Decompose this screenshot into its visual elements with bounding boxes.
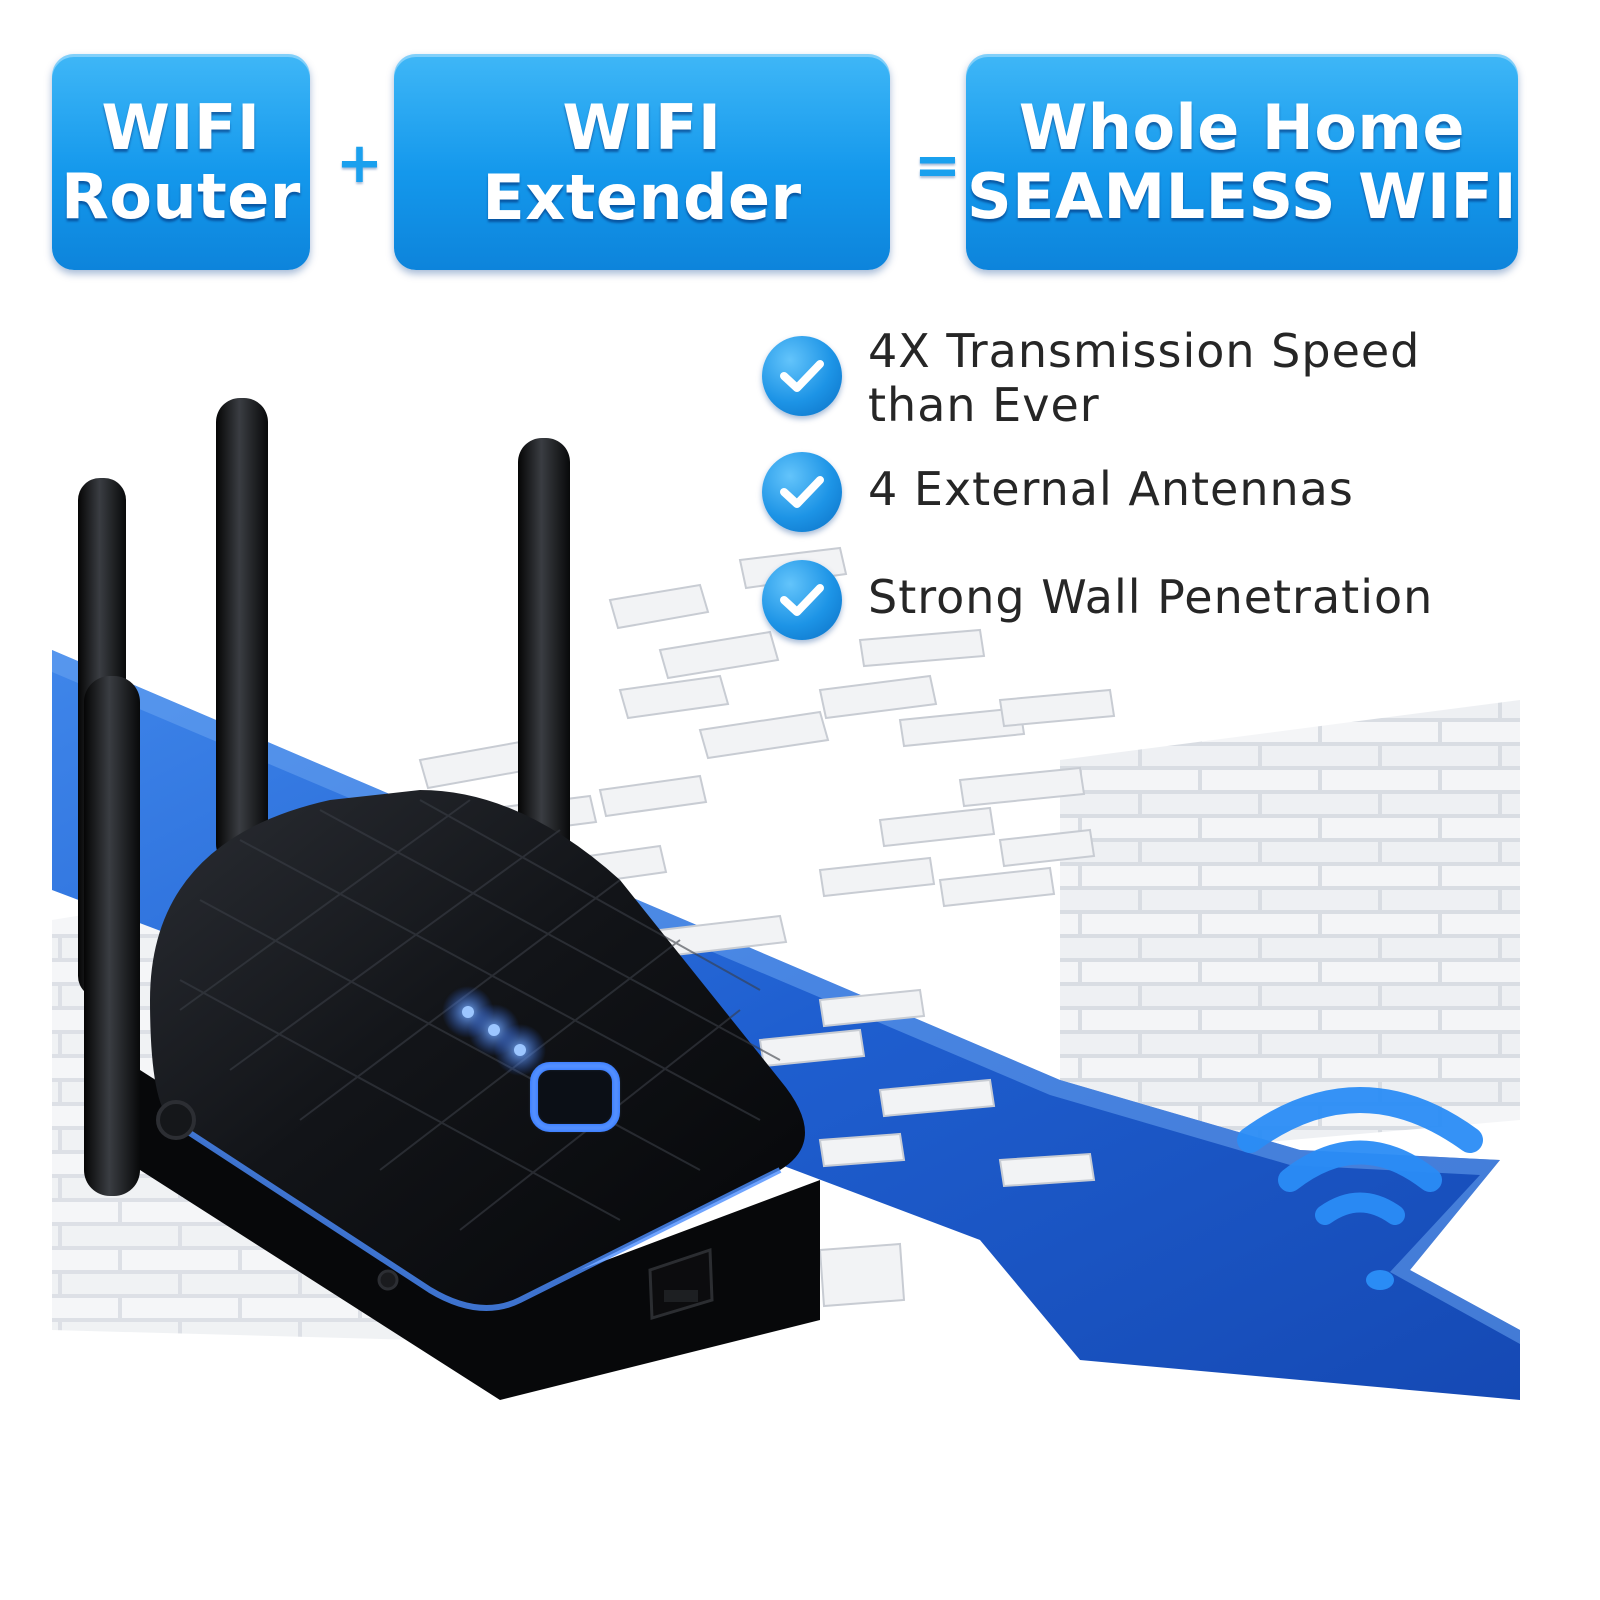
check-circle-icon — [762, 336, 842, 416]
feature-external-antennas: 4 External Antennas — [762, 452, 1354, 532]
check-circle-icon — [762, 452, 842, 532]
router-line2: Router — [61, 160, 301, 233]
reset-hole-icon — [377, 1269, 399, 1291]
antenna-front-left — [84, 676, 140, 1196]
router-line1: WIFI — [101, 90, 261, 164]
equals-sign: = — [914, 133, 961, 198]
feature-1-line2: than Ever — [868, 378, 1100, 433]
check-circle-icon — [762, 560, 842, 640]
wifi-signal-icon — [1237, 1087, 1483, 1290]
brick-wall-right — [1060, 700, 1520, 1160]
whole-home-box: Whole Home SEAMLESS WIFI — [966, 54, 1518, 270]
feature-wall-penetration: Strong Wall Penetration — [762, 560, 1433, 640]
result-line2: SEAMLESS WIFI — [966, 160, 1518, 233]
result-line1: Whole Home — [1018, 90, 1466, 164]
status-leds — [442, 986, 546, 1076]
feature-2-line1: 4 External Antennas — [868, 462, 1354, 516]
feature-3-line1: Strong Wall Penetration — [868, 570, 1434, 624]
ethernet-port-icon — [648, 1247, 714, 1320]
feature-1-line1: 4X Transmission Speed — [868, 324, 1421, 378]
wifi-extender-device — [78, 398, 820, 1400]
wifi-router-box: WIFI Router — [52, 54, 310, 270]
extender-label: WIFI Extender — [482, 91, 802, 234]
antenna-back-right — [518, 438, 570, 918]
wps-button-icon — [530, 1062, 620, 1132]
antenna-back-center — [216, 398, 268, 868]
feature-transmission-speed: 4X Transmission Speed than Ever — [762, 324, 1420, 433]
wifi-extender-box: WIFI Extender — [394, 54, 890, 270]
flying-bricks — [418, 546, 1116, 1308]
plus-sign: + — [336, 131, 383, 196]
